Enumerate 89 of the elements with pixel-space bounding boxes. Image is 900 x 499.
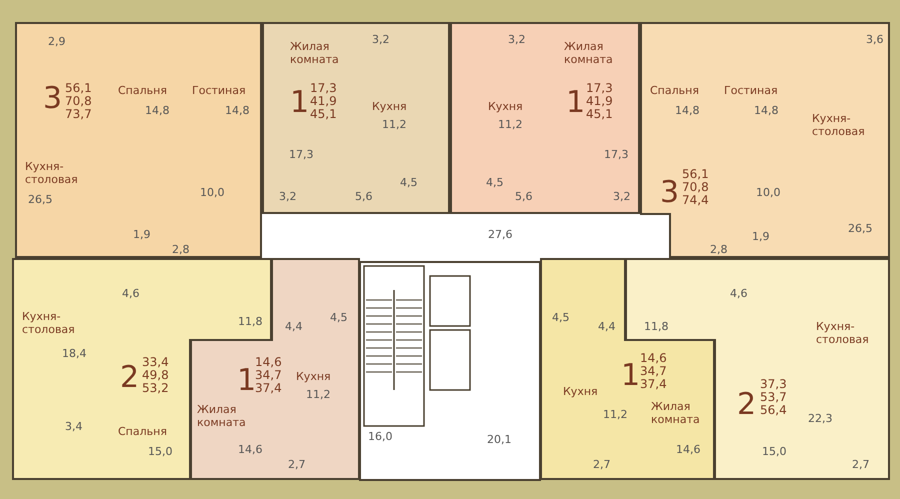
area-value: 1,9	[133, 228, 150, 241]
area-value: 3,6	[866, 33, 884, 46]
room-name: Кухня	[372, 100, 407, 113]
apartment-plan	[262, 22, 450, 214]
room-name: Кухня-столовая	[25, 160, 79, 186]
room-name: Гостиная	[724, 84, 778, 97]
area-value: 4,5	[400, 176, 418, 189]
area-value: 15,0	[762, 445, 786, 458]
area-value: 11,2	[382, 118, 406, 131]
area-value: 10,0	[756, 186, 780, 199]
apartment-plan	[540, 258, 715, 480]
area-value: 4,4	[285, 320, 302, 333]
area-value: 14,8	[675, 104, 700, 117]
area-figures: 33,4 49,8 53,2	[142, 356, 170, 395]
area-figures: 17,3 41,9 45,1	[586, 82, 614, 121]
area-value: 11,8	[238, 315, 262, 328]
area-value: 26,5	[28, 193, 52, 206]
room-count: 3	[43, 84, 62, 114]
room-count: 1	[237, 366, 256, 396]
area-value: 2,8	[710, 243, 728, 256]
area-value: 2,8	[172, 243, 190, 256]
room-name: Жилая комната	[651, 400, 701, 426]
area-value: 5,6	[515, 190, 532, 203]
room-name: Спальня	[118, 425, 167, 438]
room-count: 1	[566, 88, 586, 118]
area-value: 11,2	[306, 388, 330, 401]
area-figures: 17,3 41,9 45,1	[310, 82, 338, 121]
area-value: 20,1	[487, 433, 512, 446]
area-value: 3,2	[508, 33, 526, 46]
area-value: 11,8	[644, 320, 668, 333]
area-value: 14,6	[676, 443, 700, 456]
area-value: 14,8	[225, 104, 250, 117]
area-value: 2,7	[288, 458, 306, 471]
room-name: Кухня	[488, 100, 523, 113]
area-value: 3,2	[279, 190, 296, 203]
room-count: 1	[621, 361, 640, 391]
area-value: 2,9	[48, 35, 66, 48]
area-value: 4,6	[122, 287, 140, 300]
apartment-plan	[450, 22, 640, 214]
room-name: Жилая комната	[197, 403, 247, 429]
area-value: 10,0	[200, 186, 224, 199]
room-name: Кухня	[563, 385, 598, 398]
area-value: 14,8	[145, 104, 170, 117]
room-name: Гостиная	[192, 84, 246, 97]
area-figures: 14,6 34,7 37,4	[640, 352, 668, 391]
area-value: 4,5	[486, 176, 504, 189]
room-name: Кухня	[296, 370, 331, 383]
room-name: Спальня	[118, 84, 167, 97]
room-count: 1	[290, 88, 310, 118]
room-name: Кухня-столовая	[22, 310, 76, 336]
area-figures: 56,1 70,8 73,7	[65, 82, 93, 121]
area-value: 16,0	[368, 430, 392, 443]
apartment-plan	[640, 22, 890, 258]
area-value: 3,2	[613, 190, 630, 203]
area-value: 4,5	[552, 311, 570, 324]
area-value: 18,4	[62, 347, 86, 360]
area-value: 22,3	[808, 412, 832, 425]
apartment-plan	[625, 258, 890, 480]
area-value: 1,9	[752, 230, 770, 243]
area-value: 26,5	[848, 222, 872, 235]
room-count: 2	[737, 390, 756, 420]
area-value: 14,6	[238, 443, 262, 456]
area-value: 17,3	[604, 148, 628, 161]
area-figures: 56,1 70,8 74,4	[682, 168, 710, 207]
area-value: 14,8	[754, 104, 778, 117]
area-value: 2,7	[593, 458, 610, 471]
apartment-plan	[190, 258, 360, 480]
area-value: 11,2	[498, 118, 522, 131]
room-name: Кухня-столовая	[812, 112, 866, 138]
room-count: 2	[120, 363, 140, 393]
area-figures: 37,3 53,7 56,4	[760, 378, 788, 417]
area-value: 3,2	[372, 33, 390, 46]
area-value: 17,3	[289, 148, 314, 161]
area-value: 4,5	[330, 311, 348, 324]
area-value: 4,6	[730, 287, 748, 300]
room-name: Жилая комната	[290, 40, 340, 66]
room-name: Спальня	[650, 84, 699, 97]
area-figures: 14,6 34,7 37,4	[255, 356, 283, 395]
room-name: Кухня-столовая	[816, 320, 870, 346]
area-value: 2,7	[852, 458, 870, 471]
area-value: 15,0	[148, 445, 172, 458]
area-value: 11,2	[603, 408, 628, 421]
area-value: 27,6	[488, 228, 512, 241]
area-value: 3,4	[65, 420, 82, 433]
room-count: 3	[660, 178, 680, 208]
area-value: 5,6	[355, 190, 372, 203]
area-value: 4,4	[598, 320, 616, 333]
apartment-plan	[15, 22, 262, 258]
room-name: Жилая комната	[564, 40, 614, 66]
